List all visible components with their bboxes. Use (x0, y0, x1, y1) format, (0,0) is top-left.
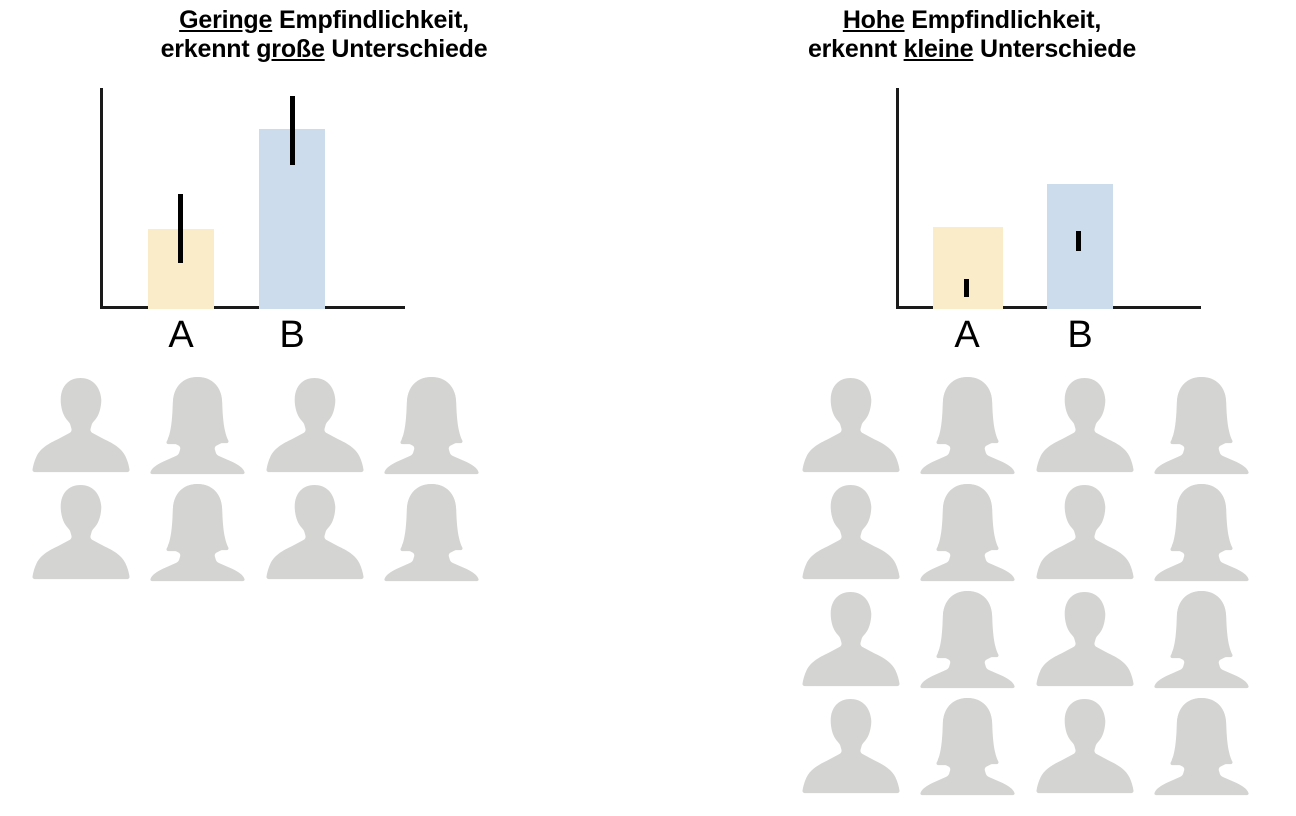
person-female-icon (1143, 586, 1260, 693)
panel-title-low-sensitivity: Geringe Empfindlichkeit, erkennt große U… (0, 6, 648, 64)
person-male-icon (256, 372, 373, 479)
person-male-icon (792, 479, 909, 586)
title-line-1: Geringe Empfindlichkeit, (0, 6, 648, 35)
title-line-2-rest: Unterschiede (324, 35, 488, 63)
person-male-icon (792, 693, 909, 800)
person-female-icon (373, 372, 490, 479)
error-bar-b (290, 96, 295, 165)
person-male-icon (1026, 479, 1143, 586)
person-male-icon (1026, 586, 1143, 693)
title-line-2: erkennt kleine Unterschiede (648, 35, 1296, 64)
title-line-2-prefix: erkennt (807, 35, 904, 63)
person-male-icon (792, 586, 909, 693)
panel-title-high-sensitivity: Hohe Empfindlichkeit, erkennt kleine Unt… (648, 6, 1296, 64)
chart-x-axis (100, 306, 405, 309)
person-male-icon (256, 479, 373, 586)
title-line-1: Hohe Empfindlichkeit, (648, 6, 1296, 35)
panel-high-sensitivity: Hohe Empfindlichkeit, erkennt kleine Unt… (648, 0, 1296, 816)
title-line-1-rest: Empfindlichkeit, (272, 6, 469, 34)
error-bar-a (964, 279, 969, 297)
error-bar-a (178, 194, 183, 263)
person-female-icon (909, 586, 1026, 693)
person-male-icon (22, 479, 139, 586)
title-underlined-word-hohe: Hohe (842, 6, 905, 34)
title-underlined-word-geringe: Geringe (179, 6, 273, 34)
person-female-icon (909, 693, 1026, 800)
category-label-b: B (1067, 314, 1093, 356)
people-group-low-sensitivity (22, 372, 490, 586)
chart-y-axis (100, 88, 103, 309)
error-bar-b (1076, 231, 1081, 251)
chart-y-axis (896, 88, 899, 309)
person-female-icon (1143, 693, 1260, 800)
panel-low-sensitivity: Geringe Empfindlichkeit, erkennt große U… (0, 6, 648, 586)
person-female-icon (139, 372, 256, 479)
person-female-icon (1143, 479, 1260, 586)
title-line-2: erkennt große Unterschiede (0, 35, 648, 64)
person-male-icon (22, 372, 139, 479)
bar-chart-high-sensitivity: A B (886, 78, 1216, 368)
person-female-icon (909, 479, 1026, 586)
title-line-1-rest: Empfindlichkeit, (904, 6, 1102, 34)
person-female-icon (373, 479, 490, 586)
title-line-2-rest: Unterschiede (973, 35, 1137, 63)
people-group-high-sensitivity (792, 372, 1260, 800)
category-label-a: A (954, 314, 980, 356)
person-female-icon (139, 479, 256, 586)
bar-chart-low-sensitivity: A B (90, 78, 420, 368)
person-male-icon (792, 372, 909, 479)
category-label-b: B (279, 314, 305, 356)
person-female-icon (1143, 372, 1260, 479)
person-female-icon (909, 372, 1026, 479)
title-underlined-word-kleine: kleine (903, 35, 974, 63)
title-underlined-word-grosse: große (256, 35, 325, 63)
person-male-icon (1026, 693, 1143, 800)
category-label-a: A (168, 314, 194, 356)
person-male-icon (1026, 372, 1143, 479)
title-line-2-prefix: erkennt (160, 35, 257, 63)
